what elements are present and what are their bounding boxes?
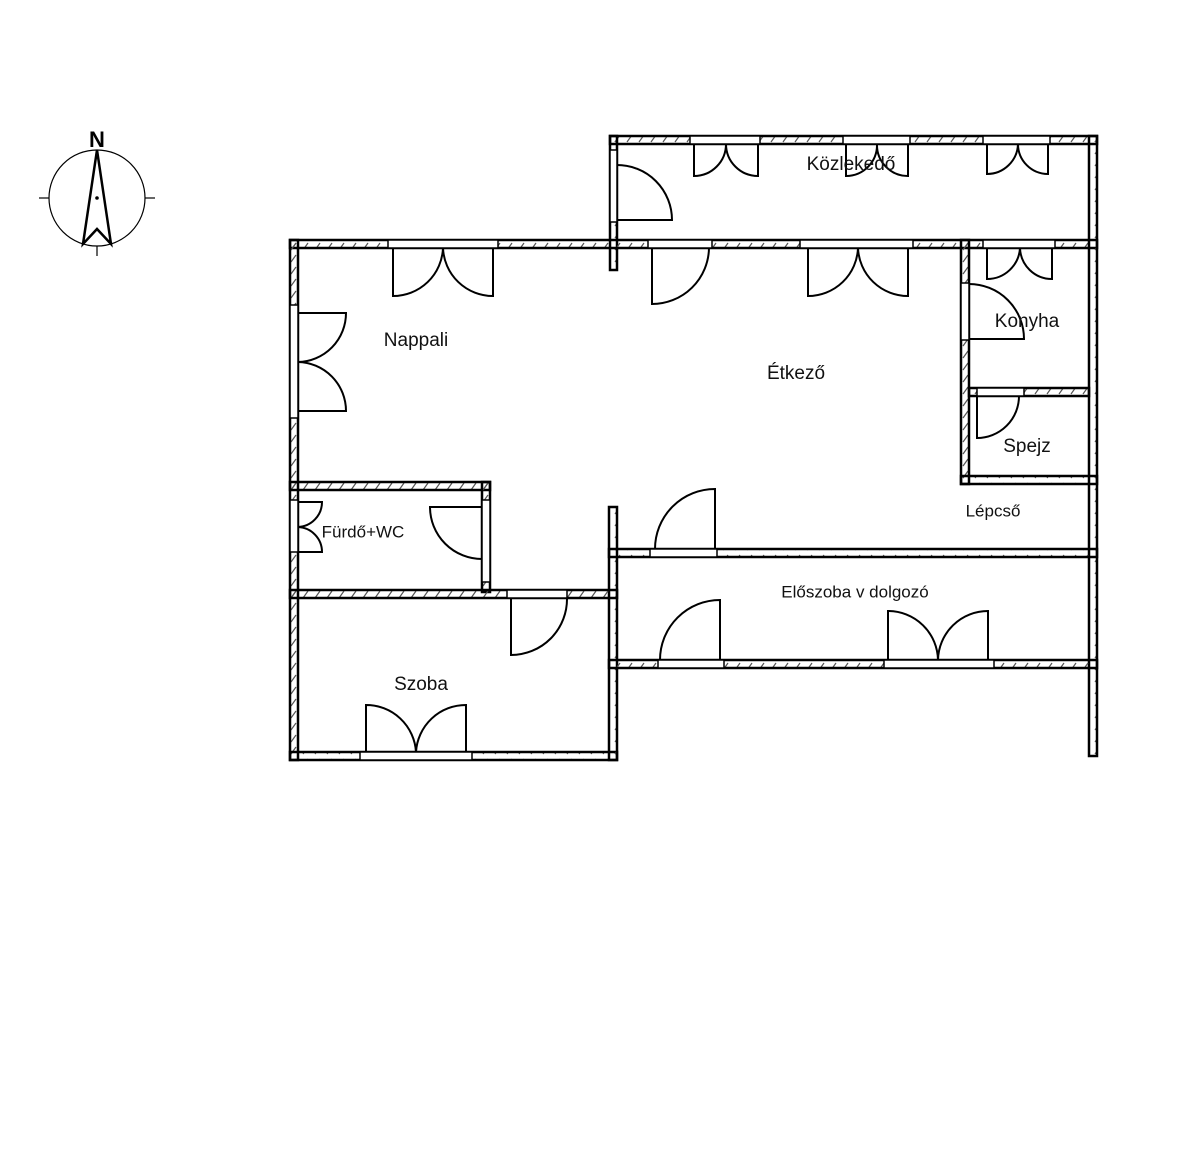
door-eloszoba-1 (659, 598, 721, 661)
room-labels: Közlekedő Nappali Étkező Konyha Spejz Fü… (322, 154, 1060, 695)
room-label-szoba: Szoba (394, 674, 448, 695)
door-eloszoba-2 (887, 609, 989, 661)
compass-north-label: N (89, 127, 105, 152)
room-label-konyha: Konyha (995, 311, 1060, 332)
door-szoba-bottom (365, 703, 467, 753)
door-kozlekedo-3 (986, 143, 1049, 176)
room-label-eloszoba: Előszoba v dolgozó (781, 582, 928, 601)
wall-openings (289, 135, 1056, 761)
door-etkezo-single (651, 247, 710, 306)
door-nappali-top (392, 247, 494, 298)
door-konyha-side (968, 283, 1026, 340)
door-furdo (428, 506, 483, 560)
door-furdo-left (297, 501, 324, 553)
door-kozlekedo-2 (845, 143, 909, 178)
room-label-lepcso: Lépcső (966, 501, 1021, 520)
room-label-etkezo: Étkező (767, 363, 825, 384)
room-label-nappali: Nappali (384, 330, 448, 351)
door-kozlekedo-1 (693, 143, 759, 178)
north-arrow-icon: N (39, 127, 155, 256)
room-label-spejz: Spejz (1003, 436, 1051, 457)
door-lepcso (654, 487, 716, 550)
room-label-kozlekedo: Közlekedő (807, 154, 896, 175)
door-nappali-left (297, 312, 348, 412)
door-konyha-top (986, 247, 1053, 281)
door-spejz (976, 395, 1020, 440)
room-label-furdo: Fürdő+WC (322, 522, 405, 541)
door-kozlekedo-entrance (616, 164, 674, 221)
doors (297, 143, 1053, 753)
door-szoba-top (510, 597, 569, 657)
door-etkezo-double (807, 247, 909, 298)
